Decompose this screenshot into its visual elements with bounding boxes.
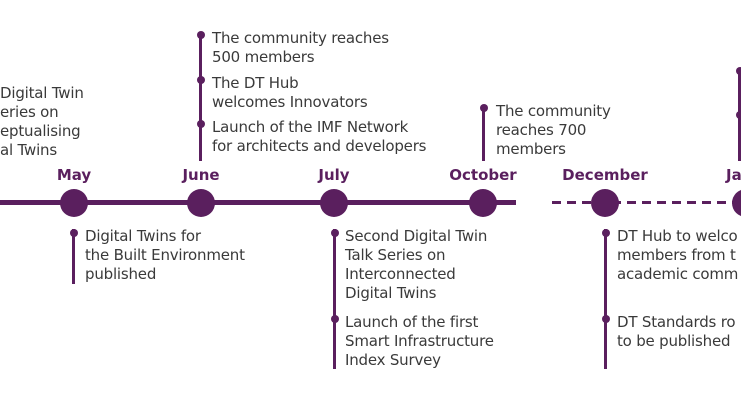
bullet-jul-survey [331,315,339,323]
event-may-dtbe-published: Digital Twins for the Built Environment … [85,227,245,283]
connector-june [199,33,202,161]
event-jun-imf-network: Launch of the IMF Network for architects… [212,118,427,155]
event-jul-survey: Launch of the first Smart Infrastructure… [345,313,494,369]
bullet-jun-500 [197,31,205,39]
connector-december [604,229,607,369]
node-july [320,189,348,217]
bullet-jun-imf [197,120,205,128]
node-january [732,189,741,217]
bullet-dec-academic [602,229,610,237]
month-label-may: May [56,166,92,184]
event-jun-500-members: The community reaches 500 members [212,29,389,66]
bullet-jul-talk [331,229,339,237]
node-june [187,189,215,217]
event-dec-academic: DT Hub to welco members from t academic … [617,227,739,283]
bullet-jan-1 [736,67,741,75]
event-dec-standards: DT Standards ro to be published [617,313,736,350]
node-december [591,189,619,217]
bullet-jan-2 [736,111,741,119]
event-apr-talk-series: Digital Twin eries on eptualising al Twi… [0,84,84,159]
connector-july [333,229,336,369]
month-label-july: July [318,166,350,184]
bullet-dec-standards [602,315,610,323]
node-may [60,189,88,217]
month-label-december: December [562,166,648,184]
event-jul-talk-series: Second Digital Twin Talk Series on Inter… [345,227,488,302]
timeline-axis-dashed [552,201,741,204]
month-label-june: June [182,166,220,184]
month-label-january: Janu [726,166,741,184]
bullet-may-dtbe [70,229,78,237]
connector-october [482,107,485,161]
node-october [469,189,497,217]
bullet-oct-700 [480,104,488,112]
event-jun-innovators: The DT Hub welcomes Innovators [212,74,368,111]
month-label-october: October [449,166,517,184]
timeline-axis-solid [0,200,516,205]
event-oct-700-members: The community reaches 700 members [496,102,611,158]
connector-may [72,229,75,284]
bullet-jun-innovators [197,76,205,84]
